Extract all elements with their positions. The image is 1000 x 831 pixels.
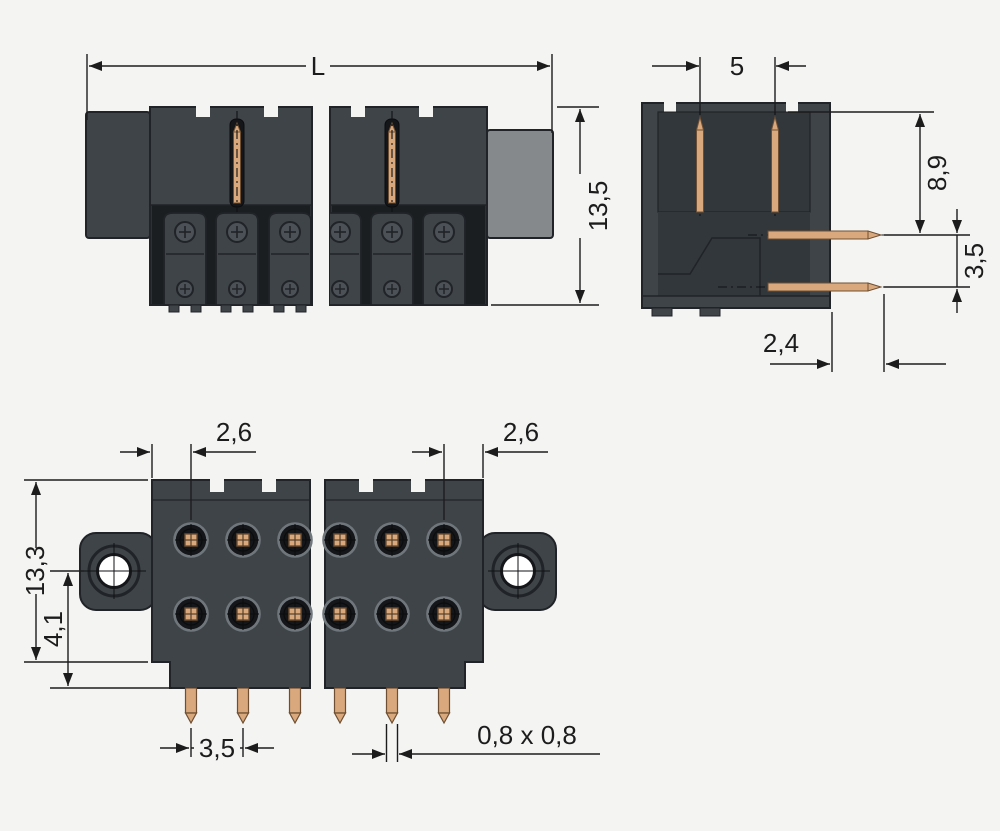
dim-front-height: 13,5 <box>491 106 613 306</box>
screw-boss <box>370 212 414 305</box>
bottom-body-left <box>151 479 311 689</box>
top-notch <box>262 479 276 492</box>
dim-length-label: L <box>311 51 325 81</box>
dim-edge-margin-left-label: 2,6 <box>216 417 252 447</box>
dim-pin-pitch: 5 <box>652 51 806 112</box>
top-notch <box>359 479 373 492</box>
top-notch <box>351 106 365 117</box>
pin-socket <box>426 596 462 632</box>
front-right-tab <box>486 129 554 239</box>
top-notch <box>264 106 278 117</box>
header-pin-front <box>229 110 245 216</box>
side-body <box>641 101 831 317</box>
front-left-tab <box>85 111 151 239</box>
pin-socket <box>374 522 410 558</box>
dim-flange-offset: 4,1 <box>38 570 172 689</box>
pin-socket <box>322 522 358 558</box>
top-notch <box>210 479 224 492</box>
bottom-body-right <box>324 479 484 689</box>
front-body-right <box>329 106 488 306</box>
mounting-foot <box>651 307 673 317</box>
dim-pin-height: 8,9 <box>788 111 970 236</box>
screw-boss <box>215 212 259 313</box>
side-lower-zone <box>658 212 810 296</box>
pin-socket <box>277 522 313 558</box>
pin-socket <box>173 596 209 632</box>
pin-socket <box>173 522 209 558</box>
pin-socket <box>225 596 261 632</box>
side-pin-upright-2 <box>770 106 780 218</box>
dim-flange-offset-label: 4,1 <box>38 611 68 647</box>
dim-pin-pitch-bottom-label: 3,5 <box>199 733 235 763</box>
dim-overall-height: 13,3 <box>20 479 148 663</box>
dim-pin-height-label: 8,9 <box>922 155 952 191</box>
dim-edge-margin-left: 2,6 <box>120 417 256 520</box>
top-notch <box>411 479 425 492</box>
front-body-left <box>149 106 313 313</box>
dim-pin-cross-section-label: 0,8 x 0,8 <box>477 720 577 750</box>
pin-socket <box>426 522 462 558</box>
dim-pin-pitch-label: 5 <box>730 51 744 81</box>
dim-edge-margin-right: 2,6 <box>412 417 548 520</box>
dim-front-height-label: 13,5 <box>583 181 613 232</box>
dim-length: L <box>86 51 553 133</box>
screw-boss <box>163 212 207 313</box>
side-pin-horizontal-2 <box>718 282 905 292</box>
pin-socket <box>277 596 313 632</box>
dim-tail-offset: 2,4 <box>763 294 946 372</box>
top-notch <box>419 106 433 117</box>
top-notch <box>664 101 676 112</box>
screw-boss <box>268 212 312 313</box>
mounting-foot <box>699 307 721 317</box>
mounting-flange-right <box>478 532 557 611</box>
front-view: L 13,5 <box>85 51 613 313</box>
dim-pin-pitch-bottom: 3,5 <box>160 728 274 763</box>
mounting-flange-left <box>79 532 157 611</box>
side-pin-horizontal-1 <box>748 230 905 240</box>
dim-pin-cross-section: 0,8 x 0,8 <box>352 720 600 762</box>
screw-boss <box>422 212 466 305</box>
dim-tail-offset-label: 2,4 <box>763 328 799 358</box>
pin-socket <box>374 596 410 632</box>
pin-socket <box>225 522 261 558</box>
dim-row-spacing-label: 3,5 <box>959 243 989 279</box>
header-pin-front <box>384 110 400 216</box>
dim-overall-height-label: 13,3 <box>20 546 50 597</box>
bottom-view: 2,6 2,6 13,3 4,1 <box>20 417 600 763</box>
top-notch <box>786 101 798 112</box>
side-view: 5 8,9 3,5 2,4 <box>641 51 989 372</box>
top-notch <box>196 106 210 117</box>
side-pin-upright-1 <box>695 106 705 218</box>
pin-socket <box>322 596 358 632</box>
dim-row-spacing-side: 3,5 <box>884 209 989 313</box>
dim-edge-margin-right-label: 2,6 <box>503 417 539 447</box>
